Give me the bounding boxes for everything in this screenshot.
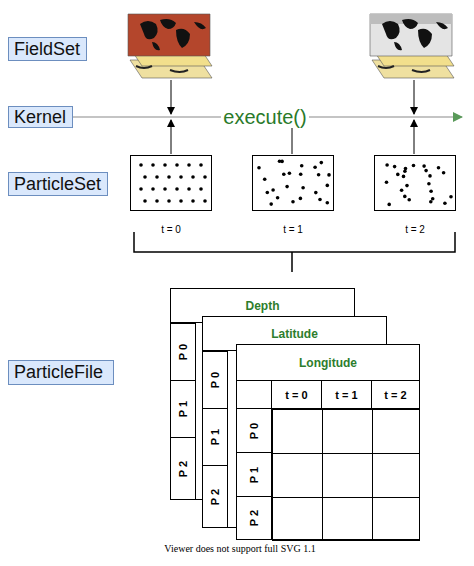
table-cell bbox=[372, 497, 420, 541]
label-text: Kernel bbox=[14, 107, 66, 128]
table-cell: P 0 bbox=[236, 408, 272, 453]
table-cell: P 0 bbox=[202, 351, 228, 409]
row-col-header: P 1 bbox=[248, 466, 260, 482]
particles bbox=[375, 156, 455, 210]
table-cell: P 2 bbox=[202, 465, 228, 528]
field-map bbox=[370, 14, 454, 78]
table-cell bbox=[372, 453, 420, 498]
time-label: t = 2 bbox=[405, 224, 425, 235]
row-col-header: t = 1 bbox=[335, 389, 357, 401]
label-text: FieldSet bbox=[14, 39, 80, 60]
table-cell: P 0 bbox=[170, 323, 196, 381]
row-col-header: P 1 bbox=[209, 429, 221, 445]
particle-box: t = 0 bbox=[130, 155, 212, 211]
kernel-call: execute() bbox=[221, 106, 308, 128]
table-title: Depth bbox=[246, 299, 280, 313]
class-label: ParticleSet bbox=[8, 172, 108, 196]
data-table: Longitude t = 0 t = 1 t = 2 P 0 P 1 P 2 bbox=[236, 344, 420, 540]
arrow bbox=[414, 80, 415, 114]
table-cell: t = 2 bbox=[371, 380, 420, 409]
table-title: Longitude bbox=[299, 356, 357, 370]
bracket bbox=[134, 232, 455, 272]
row-col-header: P 0 bbox=[177, 344, 189, 360]
particle-box: t = 1 bbox=[252, 155, 334, 211]
row-col-header: P 2 bbox=[177, 460, 189, 476]
label-text: ParticleFile bbox=[14, 362, 103, 383]
table-cell bbox=[272, 453, 323, 498]
time-label: t = 0 bbox=[161, 224, 181, 235]
field-map bbox=[128, 14, 212, 78]
table-cell: t = 1 bbox=[321, 380, 372, 409]
particle-box: t = 2 bbox=[374, 155, 456, 211]
arrow bbox=[414, 120, 415, 154]
table-cell bbox=[322, 409, 373, 454]
particles bbox=[253, 156, 333, 210]
table-cell bbox=[322, 453, 373, 498]
row-col-header: P 2 bbox=[248, 510, 260, 526]
table-cell: P 2 bbox=[236, 496, 272, 540]
caption: Viewer does not support full SVG 1.1 bbox=[164, 543, 315, 554]
row-col-header: t = 2 bbox=[384, 389, 406, 401]
label-text: ParticleSet bbox=[14, 174, 101, 195]
arrow bbox=[171, 80, 172, 114]
table-cell: P 1 bbox=[236, 452, 272, 497]
row-col-header: P 2 bbox=[209, 488, 221, 504]
table-cell: t = 0 bbox=[271, 380, 322, 409]
table-cell: P 1 bbox=[202, 408, 228, 466]
class-label: Kernel bbox=[8, 106, 73, 128]
particles bbox=[131, 156, 211, 210]
arrow bbox=[171, 120, 172, 154]
table-cell bbox=[322, 497, 373, 541]
table-cell bbox=[372, 409, 420, 454]
table-cell: Longitude bbox=[236, 344, 420, 381]
row-col-header: P 1 bbox=[177, 401, 189, 417]
table-cell: P 2 bbox=[170, 437, 196, 500]
row-col-header: t = 0 bbox=[285, 389, 307, 401]
table-title: Latitude bbox=[271, 327, 318, 341]
class-label: ParticleFile bbox=[8, 360, 114, 385]
class-label: FieldSet bbox=[8, 37, 87, 61]
row-col-header: P 0 bbox=[209, 372, 221, 388]
time-label: t = 1 bbox=[283, 224, 303, 235]
table-cell: P 1 bbox=[170, 380, 196, 438]
table-cell bbox=[272, 497, 323, 541]
table-cell bbox=[272, 409, 323, 454]
row-col-header: P 0 bbox=[248, 422, 260, 438]
